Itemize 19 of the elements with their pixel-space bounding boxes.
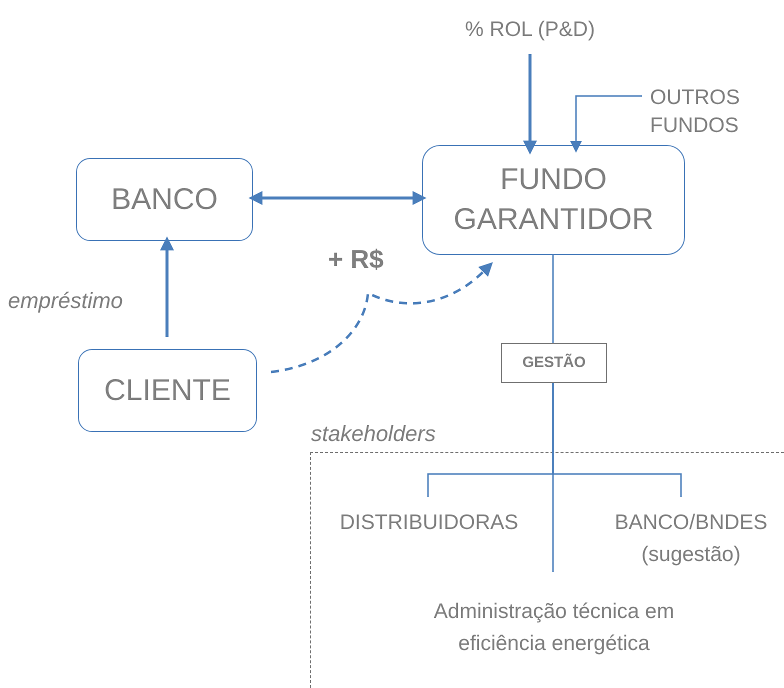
node-label: Administração técnica em eficiência energética [432,599,676,657]
connector-line [552,383,682,497]
edge-label: empréstimo [8,287,123,315]
process-box: CLIENTE [78,349,257,432]
arrow [248,191,427,205]
node-label: % ROL (P&D) [465,17,595,44]
process-box: FUNDO GARANTIDOR [422,145,685,255]
process-box: BANCO [76,158,253,241]
arrow [523,54,537,155]
arrow [570,95,642,153]
connector-line [552,255,554,343]
group-heading: stakeholders [311,420,436,448]
management-box: GESTÃO [501,343,607,383]
node-label: BANCO/BNDES (sugestão) [614,510,768,568]
node-label: DISTRIBUIDORAS [340,510,518,536]
arrow [270,262,494,374]
arrow [160,236,174,337]
node-label: OUTROS FUNDOS [650,85,741,139]
edge-label: + R$ [328,243,384,276]
